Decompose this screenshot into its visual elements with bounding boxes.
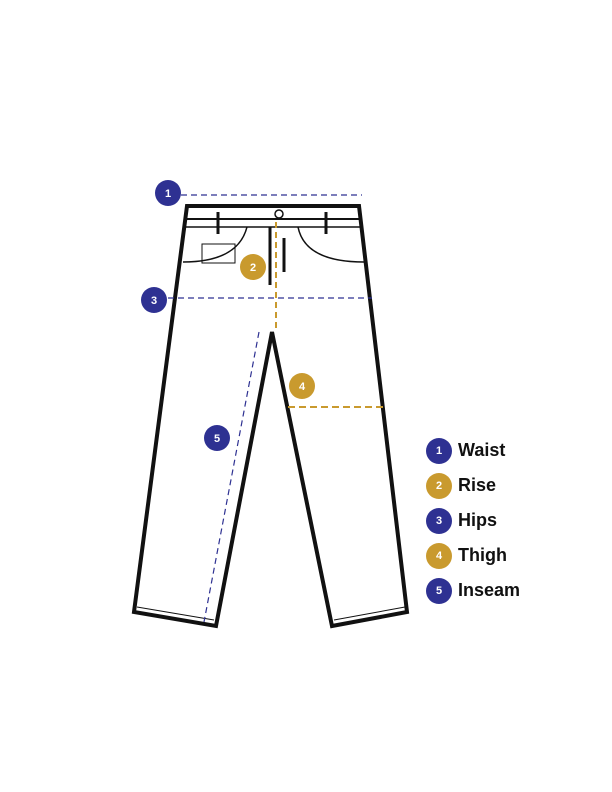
legend-label: Inseam (458, 580, 521, 600)
marker-circle (289, 373, 315, 399)
legend-number-badge: 1 (426, 437, 452, 464)
marker-number: 5 (214, 433, 220, 445)
marker-3: 3 (141, 287, 167, 313)
legend-item-waist: 1 Waist (426, 433, 520, 468)
legend-label: Hips (458, 510, 498, 530)
legend-number-badge: 3 (426, 507, 452, 534)
measurement-legend: 1 Waist 2 Rise 3 Hips 4 Thigh 5 Inseam (426, 433, 520, 608)
hem-right (333, 606, 406, 621)
inseam-measure-line (203, 331, 260, 623)
measurement-lines (168, 194, 384, 623)
legend-item-thigh: 4 Thigh (426, 538, 520, 573)
marker-2: 2 (240, 254, 266, 280)
front-pocket-right (297, 226, 365, 263)
legend-label: Waist (458, 440, 506, 460)
legend-number-badge: 2 (426, 472, 452, 499)
marker-circle (155, 180, 181, 206)
button-icon (274, 209, 284, 219)
front-pocket-left (182, 226, 248, 263)
coin-pocket (201, 243, 236, 264)
marker-circle (240, 254, 266, 280)
legend-item-rise: 2 Rise (426, 468, 520, 503)
legend-label: Rise (458, 475, 497, 495)
legend-number-badge: 5 (426, 577, 452, 604)
legend-label: Thigh (458, 545, 507, 565)
marker-number: 3 (151, 295, 157, 307)
hem-left (136, 606, 215, 621)
pants-illustration (131, 204, 410, 629)
legend-number-badge: 4 (426, 542, 452, 569)
marker-circle (204, 425, 230, 451)
marker-number: 1 (165, 188, 171, 200)
marker-4: 4 (289, 373, 315, 399)
pants-outline (131, 204, 410, 629)
marker-number: 4 (299, 381, 306, 393)
marker-number: 2 (250, 262, 256, 274)
marker-1: 1 (155, 180, 181, 206)
marker-circle (141, 287, 167, 313)
marker-5: 5 (204, 425, 230, 451)
legend-item-inseam: 5 Inseam (426, 573, 520, 608)
legend-item-hips: 3 Hips (426, 503, 520, 538)
